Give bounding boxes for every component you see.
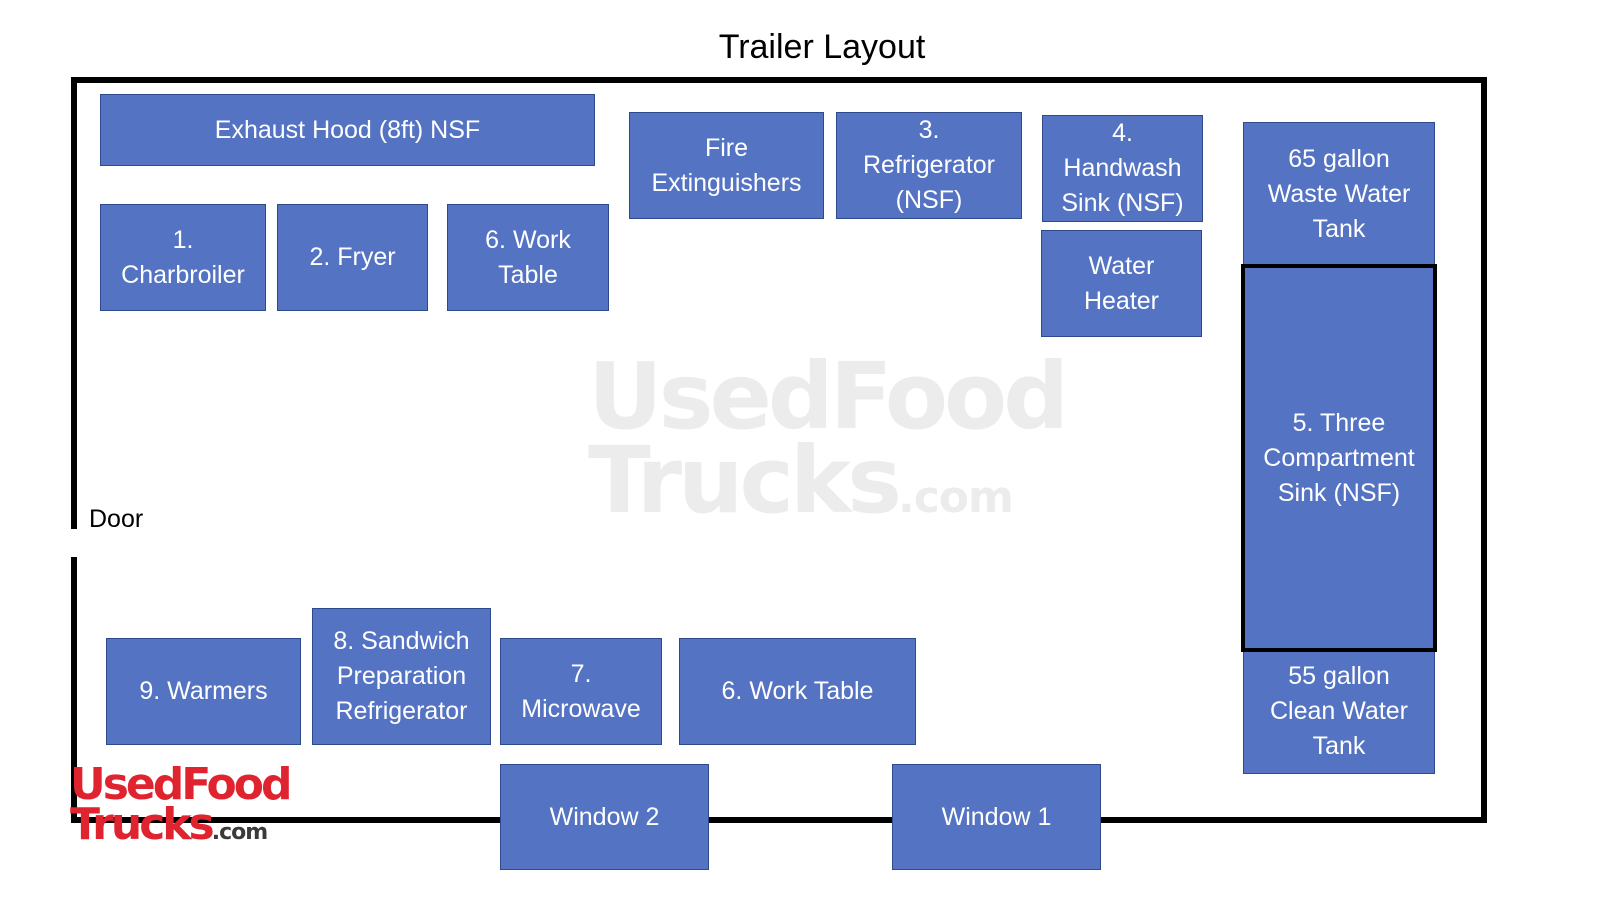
warmers: 9. Warmers xyxy=(106,638,301,745)
water-heater: Water Heater xyxy=(1041,230,1202,337)
wall-left-lower xyxy=(71,557,77,823)
wall-top xyxy=(71,77,1487,83)
door-label: Door xyxy=(89,505,144,533)
diagram-title: Trailer Layout xyxy=(718,28,926,66)
waste-water-tank: 65 gallon Waste Water Tank xyxy=(1243,122,1435,267)
charbroiler: 1. Charbroiler xyxy=(100,204,266,311)
watermark-line1: UsedFood xyxy=(588,343,1069,450)
handwash-sink: 4. Handwash Sink (NSF) xyxy=(1042,115,1203,222)
watermark-line2: Trucks xyxy=(588,427,902,534)
wall-bottom xyxy=(71,817,1487,823)
window-2: Window 2 xyxy=(500,764,709,870)
fire-extinguishers: Fire Extinguishers xyxy=(629,112,824,219)
work-table-bottom: 6. Work Table xyxy=(679,638,916,745)
watermark-suffix: .com xyxy=(898,472,1014,523)
window-1: Window 1 xyxy=(892,764,1101,870)
logo-line1: UsedFood xyxy=(70,759,292,810)
logo-suffix: .com xyxy=(211,820,268,845)
microwave: 7. Microwave xyxy=(500,638,662,745)
fryer: 2. Fryer xyxy=(277,204,428,311)
exhaust-hood: Exhaust Hood (8ft) NSF xyxy=(100,94,595,166)
three-compartment-sink: 5. Three Compartment Sink (NSF) xyxy=(1241,264,1437,652)
clean-water-tank: 55 gallon Clean Water Tank xyxy=(1243,648,1435,774)
work-table-top: 6. Work Table xyxy=(447,204,609,311)
logo-line2: Trucks xyxy=(70,799,215,850)
refrigerator: 3. Refrigerator (NSF) xyxy=(836,112,1022,219)
wall-right xyxy=(1481,77,1487,823)
wall-left-upper xyxy=(71,77,77,529)
sandwich-refrigerator: 8. Sandwich Preparation Refrigerator xyxy=(312,608,491,745)
